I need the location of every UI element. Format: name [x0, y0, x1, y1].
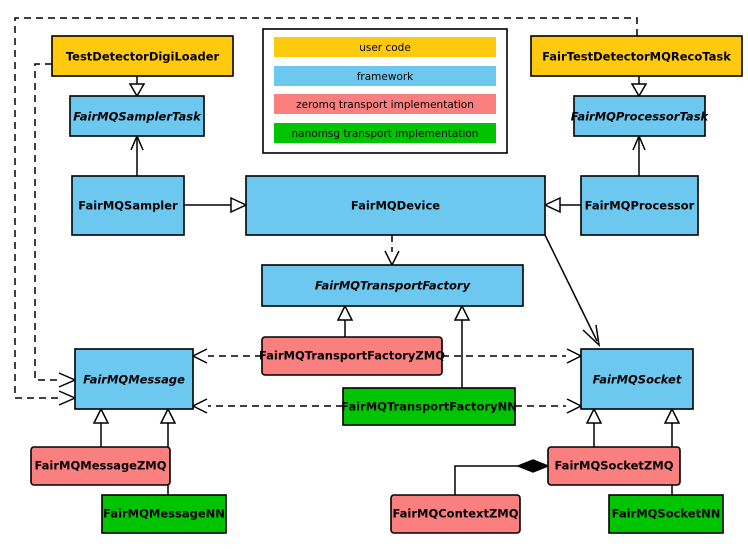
- node-label-FairMQSampler: FairMQSampler: [78, 199, 178, 213]
- node-FairMQTransportFactoryNN[interactable]: FairMQTransportFactoryNN: [341, 387, 517, 426]
- node-FairMQSampler[interactable]: FairMQSampler: [71, 175, 185, 236]
- node-FairMQMessage[interactable]: FairMQMessage: [74, 348, 194, 410]
- node-label-FairMQSocketZMQ: FairMQSocketZMQ: [555, 459, 674, 473]
- edge-factoryzmq-factory: [336, 304, 354, 337]
- node-label-TestDetectorDigiLoader: TestDetectorDigiLoader: [66, 50, 220, 64]
- edge-factorynn-message: [191, 398, 343, 414]
- node-FairMQDevice[interactable]: FairMQDevice: [245, 175, 546, 236]
- edge-factorynn-factory: [453, 304, 471, 388]
- node-label-FairMQTransportFactoryNN: FairMQTransportFactoryNN: [341, 400, 517, 414]
- node-FairMQSocketNN[interactable]: FairMQSocketNN: [608, 494, 724, 534]
- node-FairMQSocket[interactable]: FairMQSocket: [580, 348, 694, 410]
- edge-digiloader-message: [34, 63, 77, 388]
- node-label-FairMQSocketNN: FairMQSocketNN: [612, 507, 721, 521]
- node-label-FairMQDevice: FairMQDevice: [351, 199, 440, 213]
- edge-factorynn-socket: [515, 398, 583, 414]
- edge-processor-device: [543, 196, 581, 214]
- node-label-FairMQContextZMQ: FairMQContextZMQ: [392, 507, 518, 521]
- node-TestDetectorDigiLoader[interactable]: TestDetectorDigiLoader: [51, 35, 234, 77]
- legend-label-framework: framework: [357, 71, 414, 83]
- edge-factoryzmq-message: [191, 348, 262, 364]
- node-label-FairMQTransportFactory: FairMQTransportFactory: [315, 279, 471, 293]
- node-FairMQProcessor[interactable]: FairMQProcessor: [580, 175, 699, 236]
- node-FairMQSamplerTask[interactable]: FairMQSamplerTask: [69, 95, 205, 137]
- node-label-FairMQMessageNN: FairMQMessageNN: [103, 507, 225, 521]
- edge-factoryzmq-socket: [442, 348, 583, 364]
- legend-swatch-framework: [274, 66, 496, 86]
- edge-sampler-samplertask: [130, 134, 144, 176]
- node-FairMQProcessorTask[interactable]: FairMQProcessorTask: [571, 95, 710, 137]
- edge-sampler-device: [184, 196, 248, 214]
- node-label-FairMQTransportFactoryZMQ: FairMQTransportFactoryZMQ: [259, 349, 445, 363]
- node-label-FairMQProcessor: FairMQProcessor: [585, 199, 695, 213]
- node-FairMQTransportFactory[interactable]: FairMQTransportFactory: [261, 264, 524, 307]
- legend-swatch-user-code: [274, 37, 496, 57]
- edge-recotask-processortask: [630, 76, 648, 98]
- node-FairMQMessageZMQ[interactable]: FairMQMessageZMQ: [30, 446, 171, 486]
- node-label-FairMQSocket: FairMQSocket: [593, 373, 682, 387]
- node-FairMQContextZMQ[interactable]: FairMQContextZMQ: [390, 494, 521, 534]
- legend-label-zeromq: zeromq transport implementation: [296, 99, 474, 111]
- node-FairMQTransportFactoryZMQ[interactable]: FairMQTransportFactoryZMQ: [259, 336, 445, 376]
- edge-messagezmq-message: [92, 407, 110, 447]
- node-FairMQMessageNN[interactable]: FairMQMessageNN: [101, 494, 227, 534]
- edge-device-socket: [544, 234, 601, 348]
- legend-label-nanomsg: nanomsg transport implementation: [292, 128, 479, 140]
- node-label-FairTestDetectorMQRecoTask: FairTestDetectorMQRecoTask: [542, 50, 731, 64]
- node-label-FairMQSamplerTask: FairMQSamplerTask: [73, 110, 202, 124]
- node-label-FairMQMessage: FairMQMessage: [83, 373, 185, 387]
- edge-device-transportfactory: [384, 235, 400, 267]
- node-FairTestDetectorMQRecoTask[interactable]: FairTestDetectorMQRecoTask: [530, 35, 743, 77]
- edge-processor-processortask: [632, 134, 646, 176]
- node-layer: TestDetectorDigiLoader FairMQSamplerTask…: [30, 35, 743, 534]
- legend-label-user-code: user code: [359, 42, 411, 54]
- legend-swatch-zeromq: [274, 94, 496, 114]
- node-label-FairMQProcessorTask: FairMQProcessorTask: [571, 110, 710, 124]
- node-label-FairMQMessageZMQ: FairMQMessageZMQ: [34, 459, 166, 473]
- legend-swatch-nanomsg: [274, 123, 496, 143]
- edge-socketzmq-socket: [585, 407, 603, 447]
- edge-digiloader-samplertask: [128, 76, 146, 98]
- node-FairMQSocketZMQ[interactable]: FairMQSocketZMQ: [547, 446, 681, 486]
- edge-contextzmq-socketzmq: [454, 459, 551, 495]
- legend: user code framework zeromq transport imp…: [262, 28, 508, 154]
